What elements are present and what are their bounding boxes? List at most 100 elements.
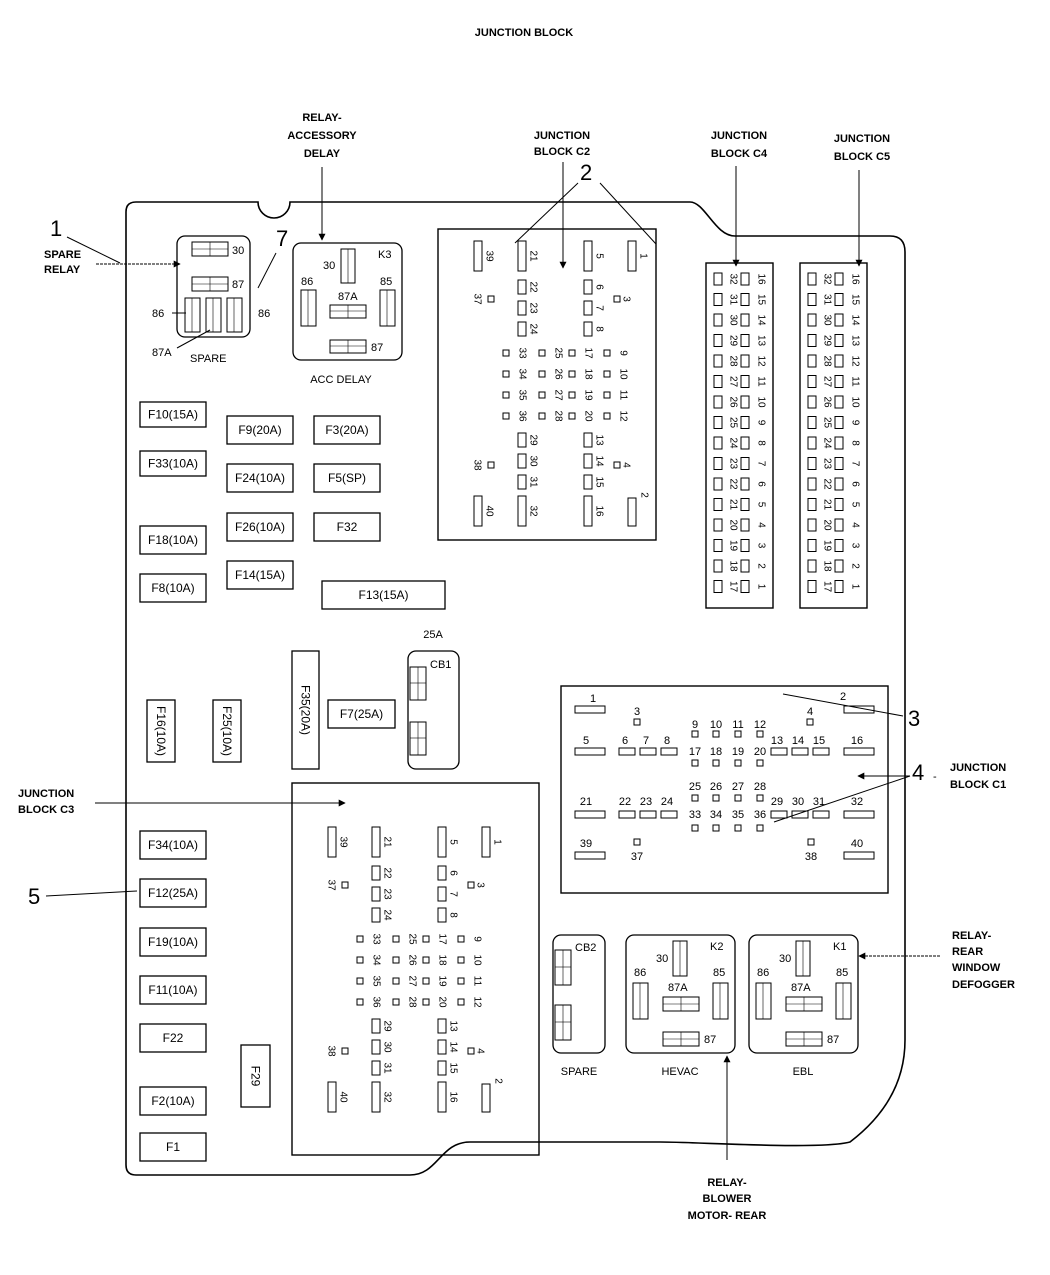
fuse-f26[interactable]: F26(10A) — [226, 512, 294, 542]
spare-relay[interactable]: 30 87 86 86 87A SPARE — [152, 235, 270, 365]
fuse-f3[interactable]: F3(20A) — [313, 415, 381, 445]
fuse-label: F12(25A) — [148, 886, 198, 900]
terminal — [712, 824, 720, 832]
terminal — [583, 474, 593, 490]
pin-label: 17 — [583, 347, 594, 359]
pin-label: 40 — [484, 505, 495, 517]
terminal — [756, 730, 764, 738]
pin-label: 20 — [437, 996, 448, 1008]
fuse-f16[interactable]: F16(10A) — [146, 699, 176, 763]
pin-label: 3 — [850, 543, 861, 549]
terminal — [517, 474, 527, 490]
pin-label: 33 — [371, 933, 382, 945]
terminal — [467, 1047, 475, 1055]
pin-label: 20 — [728, 519, 739, 531]
relay-terminal-86 — [184, 297, 201, 333]
fuse-f12[interactable]: F12(25A) — [139, 878, 207, 908]
pin-label: 21 — [728, 499, 739, 511]
fuse-f29[interactable]: F29 — [240, 1044, 271, 1108]
callout-label-line: SPARE — [44, 249, 81, 261]
acc-delay-relay[interactable]: K3 30 86 85 87A 87 — [292, 242, 403, 361]
pin-label-87: 87 — [232, 279, 244, 291]
fuse-f25[interactable]: F25(10A) — [212, 699, 242, 763]
fuse-f11[interactable]: F11(10A) — [139, 975, 207, 1005]
terminal — [574, 851, 606, 860]
fuse-f35[interactable]: F35(20A) — [291, 650, 320, 770]
fuse-f19[interactable]: F19(10A) — [139, 927, 207, 957]
terminal — [834, 539, 844, 552]
terminal — [807, 559, 817, 573]
terminal — [834, 498, 844, 511]
pin-label: 13 — [756, 335, 767, 347]
terminal — [517, 453, 527, 469]
relay-caption: ACC DELAY — [310, 374, 372, 386]
terminal — [740, 416, 750, 429]
pin-label: 18 — [710, 746, 722, 758]
terminal — [713, 539, 723, 552]
pin-label: 20 — [822, 519, 833, 531]
pin-label: 1 — [756, 584, 767, 590]
callout-label-line: BLOWER — [703, 1193, 752, 1205]
fuse-f18[interactable]: F18(10A) — [139, 525, 207, 555]
fuse-label: F10(15A) — [148, 408, 198, 422]
terminal — [834, 559, 844, 573]
fuse-f34[interactable]: F34(10A) — [139, 830, 207, 860]
terminal — [713, 498, 723, 511]
pin-label: 24 — [822, 437, 833, 449]
terminal — [538, 370, 546, 378]
fuse-f7[interactable]: F7(25A) — [327, 699, 396, 729]
fuse-f33[interactable]: F33(10A) — [139, 450, 207, 477]
pin-label: 15 — [850, 294, 861, 306]
pin-label: 10 — [710, 719, 722, 731]
terminal — [517, 279, 527, 295]
pin-label: 6 — [622, 735, 628, 747]
fuse-f24[interactable]: F24(10A) — [226, 463, 294, 493]
pin-label: 19 — [583, 389, 594, 401]
fuse-f14[interactable]: F14(15A) — [226, 560, 294, 590]
pin-label: 26 — [728, 396, 739, 408]
terminal — [583, 453, 593, 469]
circuit-breaker-cb2[interactable]: CB2 — [552, 934, 606, 1054]
terminal — [583, 495, 593, 527]
pin-label: 5 — [448, 839, 459, 845]
terminal — [740, 313, 750, 327]
terminal — [812, 810, 830, 819]
pin-label: 32 — [728, 273, 739, 285]
pin-label: 6 — [850, 481, 861, 487]
terminal — [517, 495, 527, 527]
terminal — [457, 956, 465, 964]
pin-label: 29 — [822, 335, 833, 347]
fuse-f9[interactable]: F9(20A) — [226, 415, 294, 445]
terminal — [422, 956, 430, 964]
terminal — [613, 295, 621, 303]
fuse-f10[interactable]: F10(15A) — [139, 401, 207, 428]
pin-label: 29 — [528, 434, 539, 446]
terminal — [422, 998, 430, 1006]
fuse-f5[interactable]: F5(SP) — [313, 463, 381, 493]
pin-label: 31 — [382, 1062, 393, 1074]
circuit-breaker-cb1[interactable]: CB1 — [407, 650, 460, 770]
fuse-f13[interactable]: F13(15A) — [321, 580, 446, 610]
fuse-f32[interactable]: F32 — [313, 512, 381, 542]
diagram-title: JUNCTION BLOCK — [475, 27, 573, 39]
fuse-f22[interactable]: F22 — [139, 1023, 207, 1053]
callout-label-line: DEFOGGER — [952, 979, 1015, 991]
pin-label-86: 86 — [757, 967, 769, 979]
terminal — [807, 436, 817, 450]
callout-label-line: JUNCTION — [18, 788, 74, 800]
fuse-f1[interactable]: F1 — [139, 1132, 207, 1162]
pin-label: 11 — [732, 719, 743, 731]
fuse-f2[interactable]: F2(10A) — [139, 1086, 207, 1116]
pin-label: 40 — [851, 838, 863, 850]
fuse-f8[interactable]: F8(10A) — [139, 573, 207, 603]
pin-label: 16 — [448, 1091, 459, 1103]
pin-label-87a: 87A — [668, 982, 688, 994]
pin-label: 17 — [437, 933, 448, 945]
